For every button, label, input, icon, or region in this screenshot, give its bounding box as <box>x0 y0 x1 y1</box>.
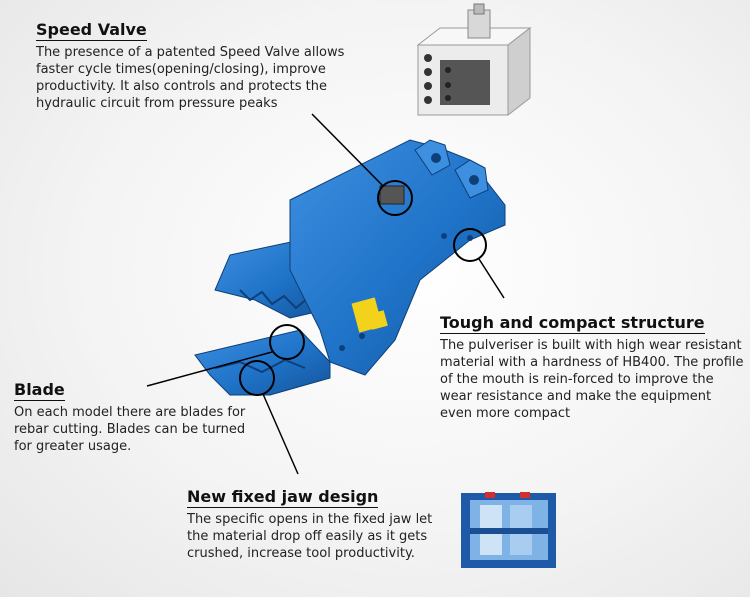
fixed-jaw-leader <box>262 393 299 475</box>
callout-title: Blade <box>14 380 65 401</box>
blade-leader <box>146 351 273 387</box>
callout-blade: Blade On each model there are blades for… <box>14 380 254 455</box>
fixed-jaw-closeup-image <box>461 492 556 568</box>
structure-leader <box>478 258 505 299</box>
blade-marker <box>269 324 305 360</box>
callout-title: New fixed jaw design <box>187 487 379 508</box>
speed-valve-leader <box>311 113 384 187</box>
pulveriser-image <box>194 139 506 396</box>
speed-valve-image <box>416 3 532 117</box>
callout-body: The presence of a patented Speed Valve a… <box>36 45 345 111</box>
callout-speed-valve: Speed Valve The presence of a patented S… <box>36 20 381 112</box>
callout-body: The pulveriser is built with high wear r… <box>440 338 744 421</box>
callout-body: On each model there are blades for rebar… <box>14 405 246 454</box>
callout-fixed-jaw: New fixed jaw design The specific opens … <box>187 487 457 562</box>
structure-marker <box>453 228 487 262</box>
callout-tough-structure: Tough and compact structure The pulveris… <box>440 313 745 422</box>
callout-title: Tough and compact structure <box>440 313 705 334</box>
callout-title: Speed Valve <box>36 20 147 41</box>
callout-body: The specific opens in the fixed jaw let … <box>187 512 433 561</box>
fixed-jaw-marker <box>239 360 275 396</box>
speed-valve-marker <box>377 180 413 216</box>
